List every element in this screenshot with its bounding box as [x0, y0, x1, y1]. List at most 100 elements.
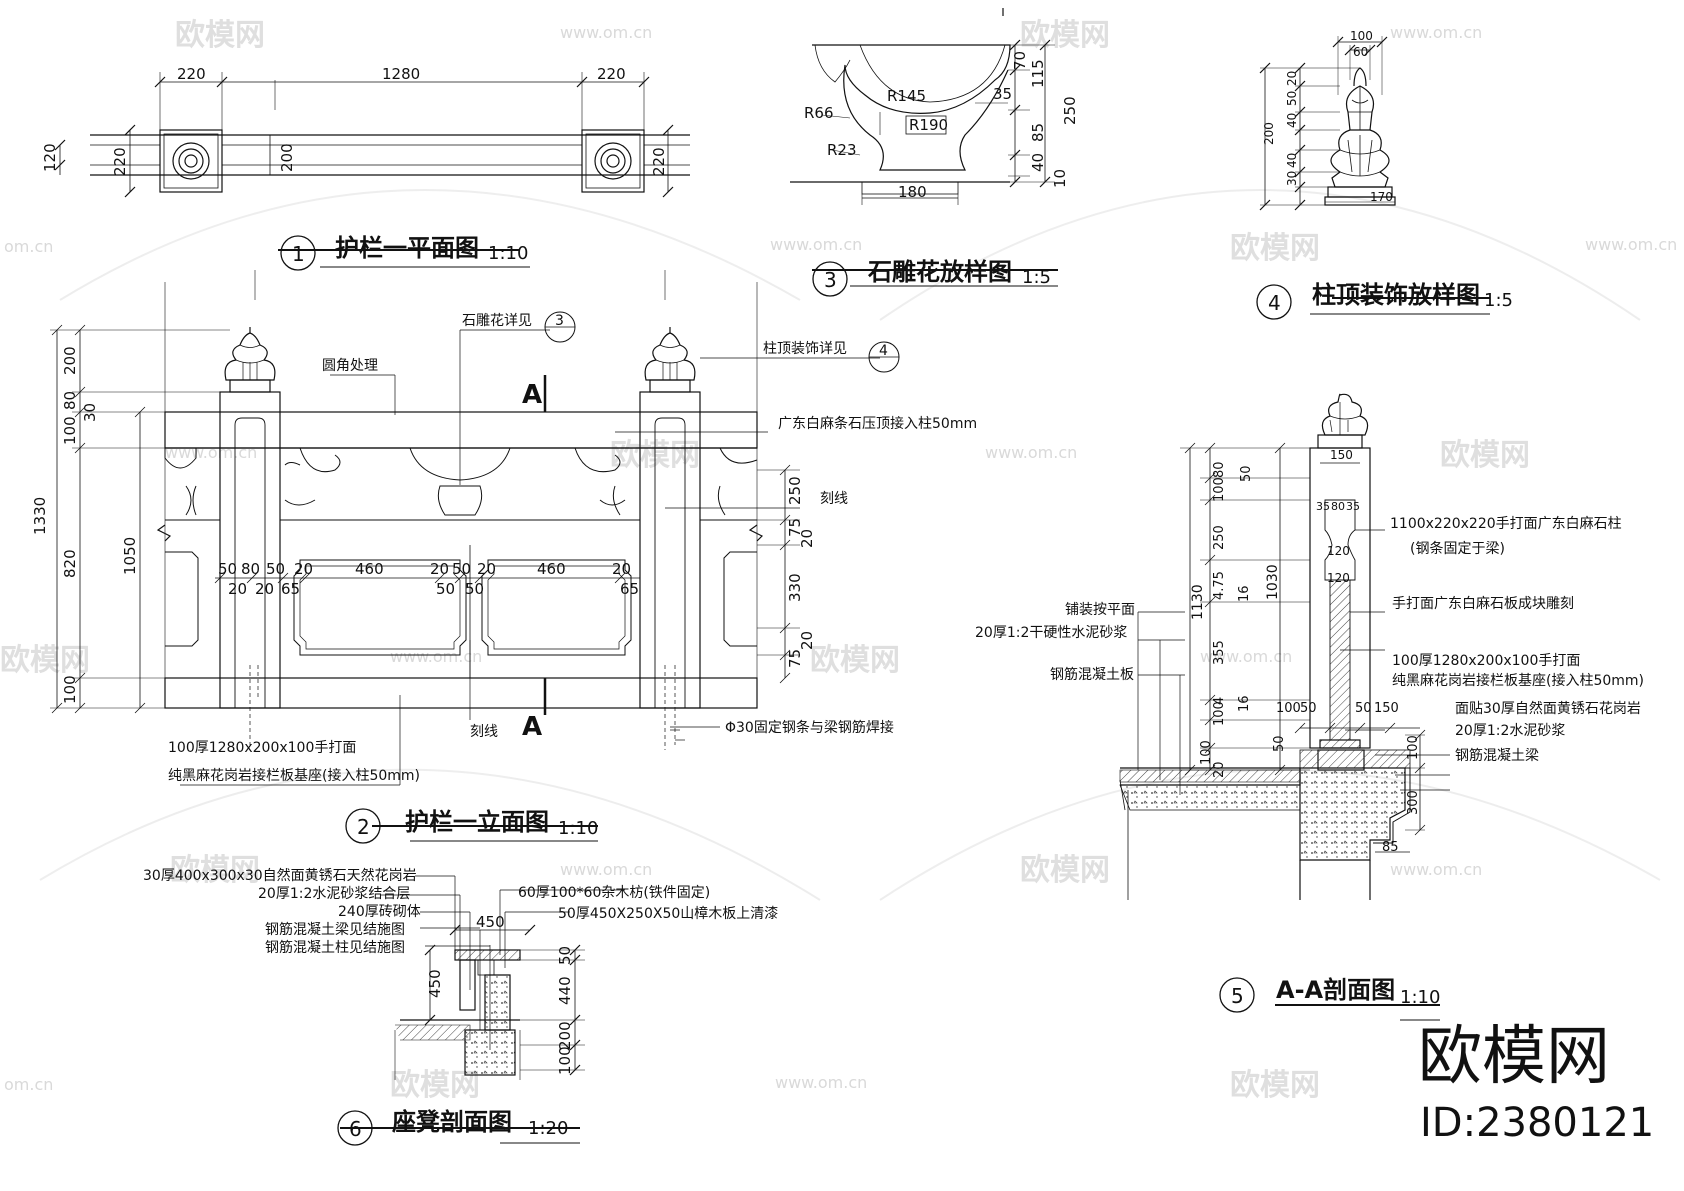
bench-leaders: [380, 875, 625, 1050]
view1-plan: [54, 72, 690, 268]
view5-labels: 1100x220x220手打面广东白麻石柱 (钢条固定于梁) 手打面广东白麻石板…: [975, 448, 1644, 1013]
dim-label: 80: [241, 560, 260, 578]
dim-label: 80: [61, 391, 79, 410]
view3-labels: R145 R190 R66 R23 35 180 70 115 250 85 4…: [804, 51, 1079, 297]
dim-label: 1130: [1190, 584, 1206, 620]
note-text: 100厚1280x200x100手打面: [1392, 652, 1580, 669]
dim-label: R145: [887, 87, 926, 105]
dim-label: 50: [1272, 735, 1287, 752]
note-text: 100厚1280x200x100手打面: [168, 739, 356, 756]
watermark-brand: 欧模网: [1230, 1068, 1320, 1103]
dim-label: 20: [430, 560, 449, 578]
dim-label: 220: [597, 65, 626, 83]
dim-label: 35: [1346, 500, 1360, 513]
elev-dims-right: [757, 464, 800, 684]
note-text: 纯黑麻花岗岩接栏板基座(接入柱50mm): [1392, 672, 1644, 689]
watermark-brand: 欧模网: [1230, 231, 1320, 266]
dim-label: 4: [1212, 697, 1227, 705]
dim-label: 820: [61, 549, 79, 578]
view-number-circle: [337, 1110, 373, 1146]
ref-number: 3: [555, 313, 564, 329]
brand-name: 欧模网: [1418, 1020, 1610, 1094]
dim-label: 100: [1199, 740, 1214, 765]
section-mark-a: A: [522, 712, 542, 742]
dim-label: 120: [1327, 571, 1350, 585]
view-number-circle: [345, 808, 381, 844]
dim-label: 20: [1212, 761, 1227, 778]
watermark-url: www.om.cn: [1390, 23, 1482, 42]
section-leaders: [1137, 529, 1450, 795]
dim-label: 35: [1316, 500, 1330, 513]
dim-label: 50: [1239, 465, 1254, 482]
dim-label: 450: [476, 913, 505, 931]
view-scale: 1:10: [558, 818, 598, 839]
dim-label: R23: [827, 141, 857, 159]
note-text: 50厚450X250X50山樟木板上清漆: [558, 905, 778, 922]
dim-label: 100: [1212, 701, 1227, 726]
plan-post-right: [581, 129, 645, 193]
ref-number: 4: [879, 343, 888, 359]
note-text: 刻线: [470, 724, 498, 740]
note-text: 30厚400x300x30自然面黄锈石天然花岗岩: [143, 867, 417, 884]
watermark-url: www.om.cn: [1390, 860, 1482, 879]
view-title: 座凳剖面图: [392, 1108, 512, 1136]
dim-label: 100: [1276, 701, 1301, 716]
dim-label: 20: [798, 631, 816, 650]
view-scale: 1:20: [528, 1118, 568, 1139]
watermark-url: www.om.cn: [560, 860, 652, 879]
note-text: 240厚砖砌体: [338, 904, 421, 920]
dim-label: 70: [1011, 51, 1029, 70]
watermark-brand: 欧模网: [810, 643, 900, 678]
dim-label: 80: [1212, 461, 1227, 478]
dim-label: 30: [1285, 171, 1299, 186]
view-number-circle: [280, 235, 316, 271]
dim-label: 300: [1406, 790, 1421, 815]
section-mark-a: A: [522, 380, 542, 410]
note-text: 广东白麻条石压顶接入柱50mm: [778, 415, 977, 432]
watermark-brand: 欧模网: [170, 853, 260, 888]
dim-label: 20: [1285, 71, 1299, 86]
watermark-url: om.cn: [4, 237, 53, 256]
dim-label: 1330: [31, 497, 49, 535]
dim-label: 16: [1237, 585, 1252, 602]
note-text: 钢筋混凝土梁: [1455, 747, 1539, 764]
watermark-url: om.cn: [4, 1075, 53, 1094]
brand-mark: 欧模网 ID:2380121: [1418, 1020, 1654, 1146]
note-text: 刻线: [820, 491, 848, 507]
dim-label: 120: [41, 143, 59, 172]
dim-label: 75: [786, 649, 804, 668]
view3-carving: [790, 8, 1058, 287]
view-number: 5: [1231, 984, 1244, 1008]
note-text: 钢筋混凝土板: [1050, 666, 1134, 683]
watermark-brand: 欧模网: [1440, 438, 1530, 473]
dim-label: 460: [537, 560, 566, 578]
dim-label: 50: [218, 560, 237, 578]
dim-label: 120: [1327, 544, 1350, 558]
dim-label: 170: [1370, 190, 1393, 204]
dim-label: 20: [477, 560, 496, 578]
finial-left: [224, 327, 276, 393]
section-dims: [1180, 442, 1426, 853]
dim-label: 50: [556, 946, 574, 965]
view-number: 1: [292, 242, 305, 266]
plan-post-left: [159, 129, 223, 193]
view-scale: 1:10: [488, 243, 528, 264]
note-text: 圆角处理: [322, 358, 378, 374]
note-text: 柱顶装饰详见: [763, 341, 847, 357]
dim-label: 200: [556, 1021, 574, 1050]
watermark-brand: 欧模网: [0, 643, 90, 678]
dim-label: 50: [266, 560, 285, 578]
dim-label: 220: [177, 65, 206, 83]
watermark-url: www.om.cn: [1585, 235, 1677, 254]
dim-label: 100: [1406, 735, 1421, 760]
view-title: 护栏一立面图: [405, 808, 549, 836]
view6-bench: [340, 875, 625, 1144]
watermark-url: www.om.cn: [165, 443, 257, 462]
view-scale: 1:5: [1484, 290, 1513, 311]
watermark-brand: 欧模网: [175, 18, 265, 53]
watermark-brand: 欧模网: [1020, 853, 1110, 888]
watermark-url: www.om.cn: [775, 1073, 867, 1092]
dim-label: 220: [111, 147, 129, 176]
dim-label: 20: [798, 529, 816, 548]
note-text: 20厚1:2水泥砂浆: [1455, 723, 1565, 739]
